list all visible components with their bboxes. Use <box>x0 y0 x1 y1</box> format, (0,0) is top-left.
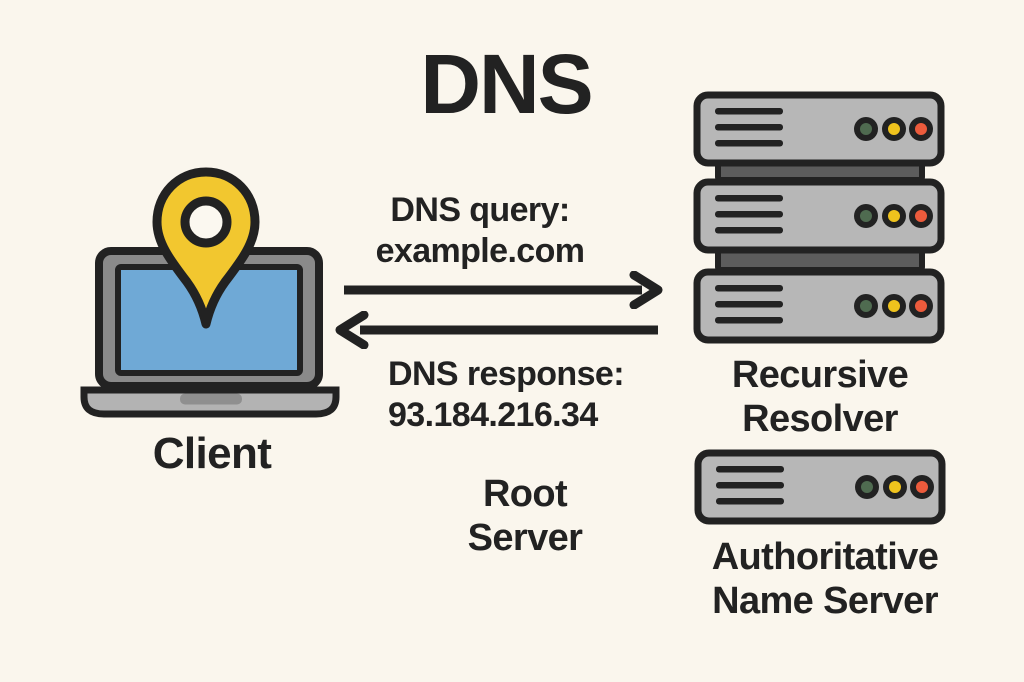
query-arrow-right-icon <box>344 271 663 309</box>
server-unit-icon <box>693 268 945 344</box>
diagram-title: DNS <box>420 37 593 131</box>
client-label: Client <box>152 429 272 478</box>
response-label: DNS response: 93.184.216.34 <box>388 355 625 434</box>
server-unit-icon <box>693 178 945 254</box>
location-pin-icon <box>152 167 260 329</box>
server-stack-icon <box>693 91 945 344</box>
recursive-resolver-label: Recursive Resolver <box>731 354 909 441</box>
server-unit-icon <box>694 449 946 525</box>
query-label: DNS query: example.com <box>375 191 585 270</box>
server-unit-icon <box>693 91 945 167</box>
authoritative-name-server-label: Authoritative Name Server <box>711 536 939 623</box>
response-arrow-left-icon <box>335 311 658 349</box>
root-server-label: Root Server <box>467 473 583 560</box>
